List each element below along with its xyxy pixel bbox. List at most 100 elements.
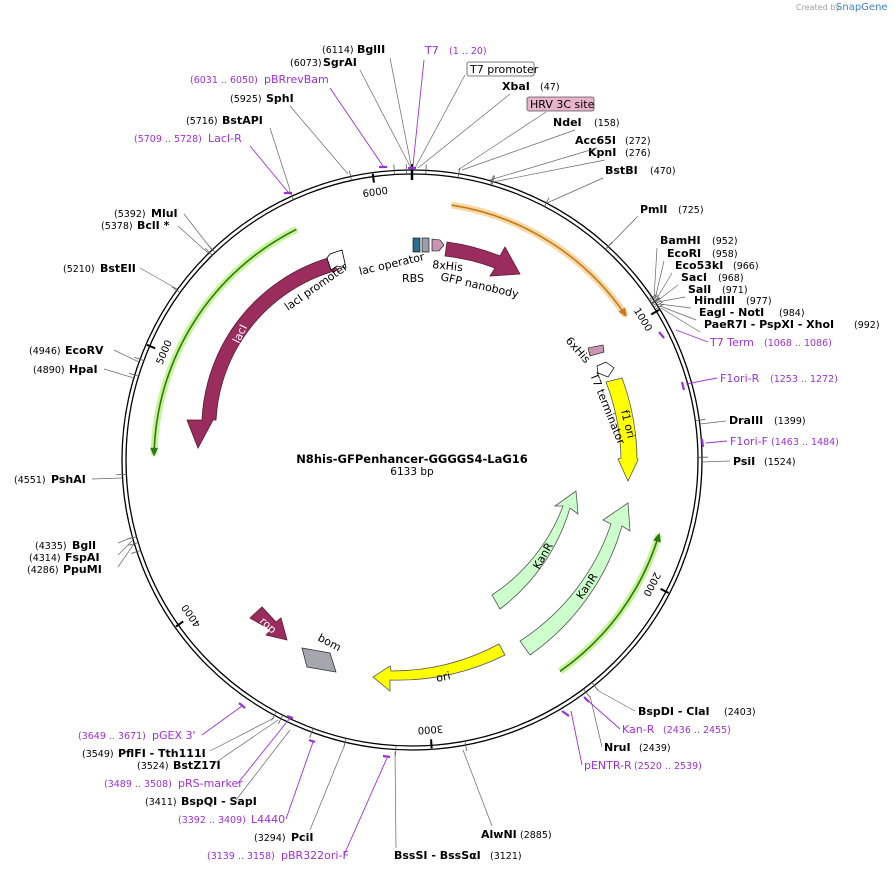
site-label-eagi-noti[interactable]: EagI - NotI(984)	[699, 306, 805, 319]
primer-label-pentr-r[interactable]: pENTR-R(2520 .. 2539)	[584, 759, 702, 772]
site-label-bglii[interactable]: (6114)BglII	[322, 43, 385, 56]
site-label-sgrai[interactable]: (6073)SgrAI	[290, 56, 357, 69]
site-label-nrui[interactable]: NruI(2439)	[604, 741, 671, 754]
site-mark	[591, 682, 599, 691]
svg-text:(1463 .. 1484): (1463 .. 1484)	[771, 437, 839, 448]
tick-label-3000: 3000	[417, 723, 443, 736]
svg-text:PflFI - Tth111I: PflFI - Tth111I	[118, 747, 206, 760]
primer-leader-lines	[201, 59, 728, 856]
t7-promoter-tag[interactable]: T7 promoter	[466, 61, 539, 77]
hrv-3c-site-tag[interactable]: HRV 3C site	[526, 96, 595, 112]
site-label-bstz17i[interactable]: (3524)BstZ17I	[137, 759, 221, 772]
site-label-bsssi-bsssai[interactable]: BssSI - BssSαI(3121)	[394, 849, 522, 862]
svg-text:(1 .. 20): (1 .. 20)	[449, 46, 487, 57]
primer-label-t7-term[interactable]: T7 Term(1068 .. 1086)	[709, 336, 832, 349]
lac-operator-box	[412, 237, 421, 253]
primer-label-pgex3[interactable]: (3649 .. 3671)pGEX 3'	[78, 729, 196, 742]
svg-text:FspAI: FspAI	[65, 551, 100, 564]
svg-text:AlwNI: AlwNI	[481, 828, 517, 841]
svg-text:(5925): (5925)	[230, 94, 262, 105]
site-label-ppumi[interactable]: (4286)PpuMI	[27, 563, 102, 576]
site-label-paer7i-pspxi-xhoi[interactable]: PaeR7I - PspXI - XhoI(992)	[704, 318, 880, 331]
svg-text:EcoRV: EcoRV	[65, 344, 104, 357]
svg-text:(5378): (5378)	[101, 221, 133, 232]
svg-text:BspDI - ClaI: BspDI - ClaI	[638, 705, 710, 718]
site-mark	[652, 299, 662, 307]
svg-text:KpnI: KpnI	[588, 146, 616, 159]
site-label-hpai[interactable]: (4890)HpaI	[33, 363, 98, 376]
site-mark	[128, 372, 139, 377]
svg-text:(5709 .. 5728): (5709 .. 5728)	[134, 134, 202, 145]
site-mark	[544, 197, 550, 207]
svg-text:(971): (971)	[722, 285, 748, 296]
site-label-fspai[interactable]: (4314) FspAI	[29, 551, 100, 564]
primer-label-t7[interactable]: T7(1 .. 20)	[424, 44, 487, 57]
site-label-saci[interactable]: SacI(968)	[681, 271, 744, 284]
site-label-bcli[interactable]: (5378)BclI *	[101, 219, 170, 232]
primer-label-f1ori-f[interactable]: F1ori-F(1463 .. 1484)	[730, 435, 839, 448]
site-label-xbai[interactable]: XbaI(47)	[502, 80, 560, 93]
svg-text:(3524): (3524)	[137, 761, 169, 772]
site-label-bspqi-sapi[interactable]: (3411)BspQI - SapI	[145, 795, 257, 808]
site-label-bgli[interactable]: (4335)BglI	[35, 539, 96, 552]
svg-text:(3139 .. 3158): (3139 .. 3158)	[207, 851, 275, 862]
bom-box	[301, 647, 337, 673]
svg-text:NdeI: NdeI	[553, 116, 582, 129]
svg-text:(2885): (2885)	[520, 830, 552, 841]
kanr-arrow-2	[519, 502, 631, 656]
site-label-acc65i[interactable]: Acc65I(272)	[575, 134, 651, 147]
site-label-bstapi[interactable]: (5716)BstAPI	[186, 114, 263, 127]
site-mark	[395, 745, 397, 756]
site-label-sali[interactable]: SalI(971)	[688, 283, 748, 296]
primer-label-f1ori-r[interactable]: F1ori-R (1253 .. 1272)	[720, 372, 838, 385]
primer-label-kan-r[interactable]: Kan-R(2436 .. 2455)	[622, 723, 731, 736]
site-mark	[491, 175, 495, 186]
site-label-pshai[interactable]: (4551)PshAI	[14, 473, 86, 486]
site-label-kpni[interactable]: KpnI(276)	[588, 146, 651, 159]
site-label-psii[interactable]: PsiI(1524)	[733, 455, 796, 468]
site-label-pcii[interactable]: (3294)PciI	[254, 831, 313, 844]
svg-text:F1ori-R: F1ori-R	[720, 372, 760, 385]
site-label-pmli[interactable]: PmlI(725)	[640, 203, 704, 216]
primer-label-laci-r[interactable]: (5709 .. 5728)LacI-R	[134, 132, 242, 145]
primer-label-pbr322ori-f[interactable]: (3139 .. 3158) pBR322ori-F	[207, 849, 349, 862]
site-label-bsteii[interactable]: (5210)BstEII	[63, 262, 136, 275]
svg-text:(977): (977)	[746, 296, 772, 307]
site-label-pflfi-tth111i[interactable]: (3549)PflFI - Tth111I	[82, 747, 206, 760]
tick-mark-1000	[650, 308, 660, 316]
site-label-ndei[interactable]: NdeI(158)	[553, 116, 620, 129]
svg-text:(2520 .. 2539): (2520 .. 2539)	[634, 761, 702, 772]
svg-text:pBR322ori-F: pBR322ori-F	[281, 849, 349, 862]
site-label-mlui[interactable]: (5392)MluI	[114, 207, 178, 220]
site-mark	[309, 728, 314, 738]
svg-text:SacI: SacI	[681, 271, 707, 284]
site-label-hindiii[interactable]: HindIII(977)	[694, 294, 772, 307]
svg-text:DraIII: DraIII	[729, 414, 763, 427]
site-label-eco53ki[interactable]: Eco53kI(966)	[675, 259, 759, 272]
rbs-box	[421, 237, 430, 253]
svg-text:(47): (47)	[540, 82, 560, 93]
svg-text:(4314): (4314)	[29, 553, 61, 564]
site-label-ecori[interactable]: EcoRI(958)	[667, 247, 738, 260]
site-mark	[649, 295, 659, 302]
site-label-bamhi[interactable]: BamHI(952)	[660, 234, 738, 247]
tick-mark-3000	[430, 739, 433, 749]
primer-label-pbrrevbam[interactable]: (6031 .. 6050)pBRrevBam	[190, 73, 329, 86]
svg-text:T7 promoter: T7 promoter	[469, 63, 539, 76]
svg-text:(3392 .. 3409): (3392 .. 3409)	[178, 815, 246, 826]
primer-label-prs-marker[interactable]: (3489 .. 3508)pRS-marker	[104, 777, 243, 790]
svg-text:(1253 .. 1272): (1253 .. 1272)	[770, 374, 838, 385]
site-label-alwni[interactable]: AlwNI(2885)	[481, 828, 552, 841]
svg-text:BstAPI: BstAPI	[222, 114, 263, 127]
site-label-draiii[interactable]: DraIII(1399)	[729, 414, 806, 427]
svg-text:(952): (952)	[712, 236, 738, 247]
site-label-bstbi[interactable]: BstBI(470)	[605, 164, 676, 177]
primer-label-l4440[interactable]: (3392 .. 3409)L4440	[178, 813, 285, 826]
rbs-label: RBS	[402, 272, 424, 285]
svg-text:(2403): (2403)	[724, 707, 756, 718]
site-mark	[204, 247, 213, 256]
site-label-sphi[interactable]: (5925)SphI	[230, 92, 294, 105]
site-label-bspdi-clai[interactable]: BspDI - ClaI (2403)	[638, 705, 756, 718]
plasmid-size: 6133 bp	[390, 466, 434, 478]
site-label-ecorv[interactable]: (4946)EcoRV	[29, 344, 104, 357]
